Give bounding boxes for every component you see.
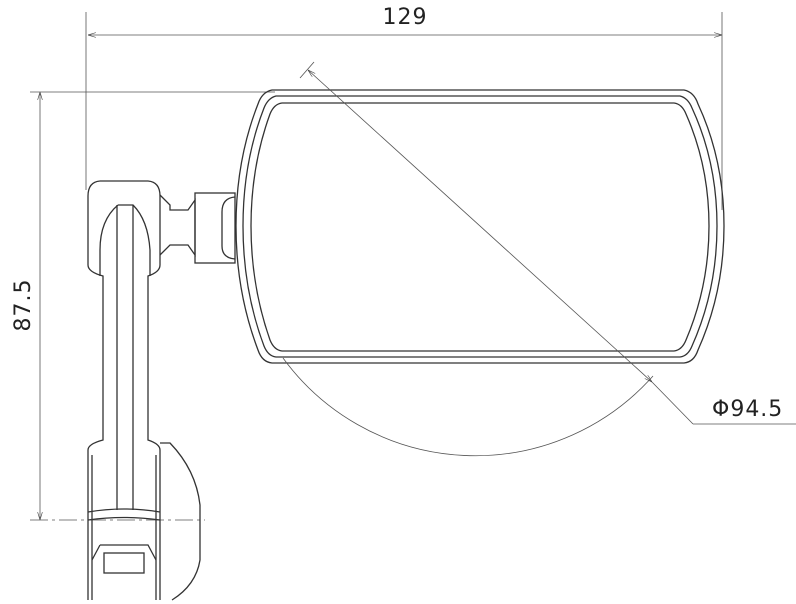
width-dimension: 129	[85, 5, 723, 210]
height-dimension-label: 87.5	[11, 279, 36, 332]
height-dimension: 87.5	[11, 91, 275, 521]
mirror-head	[235, 89, 725, 364]
mirror-arm	[87, 180, 236, 601]
diameter-dimension: Φ94.5	[282, 61, 796, 457]
diameter-dimension-label: Φ94.5	[712, 397, 783, 422]
width-dimension-label: 129	[383, 5, 428, 30]
